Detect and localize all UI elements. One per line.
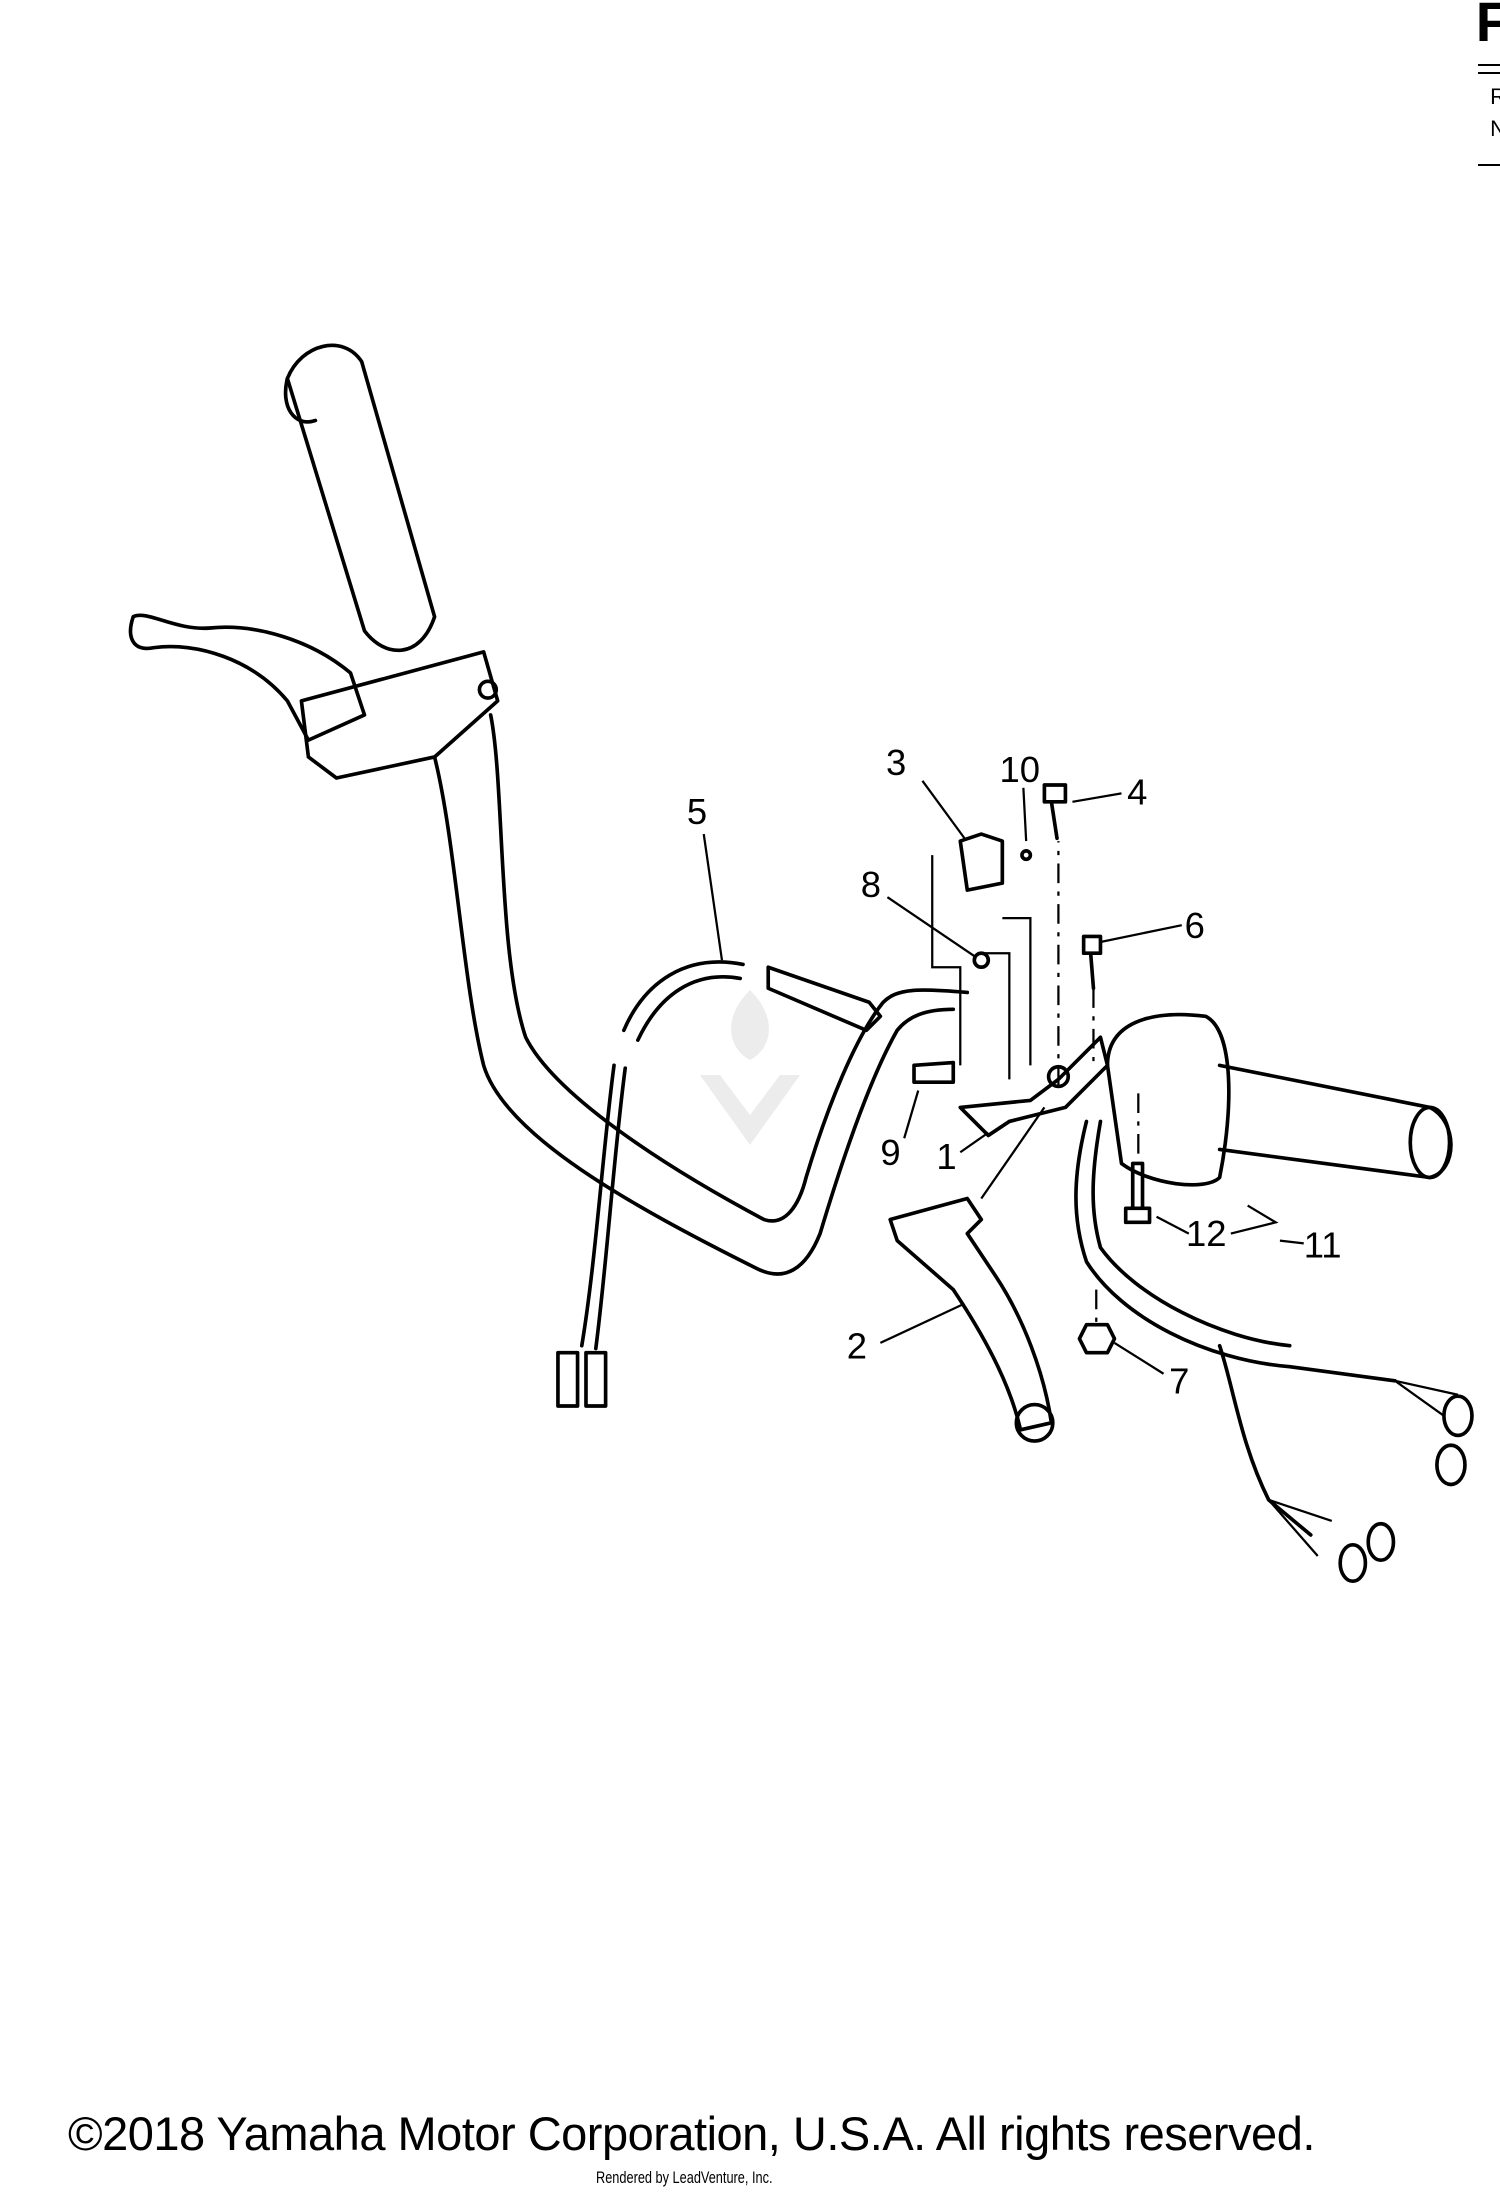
header-rule — [1478, 72, 1500, 74]
header-title-fragment: F — [1475, 0, 1500, 53]
clutch-switch-assembly — [912, 783, 1110, 1138]
header-rule — [1478, 164, 1500, 166]
right-grip-switch — [1105, 1012, 1453, 1187]
leadventure-watermark — [490, 980, 1010, 1161]
callout-11: 11 — [1304, 1224, 1342, 1265]
wire-harness — [1074, 1119, 1474, 1584]
handlebar — [432, 713, 970, 1276]
callout-7: 7 — [1169, 1360, 1189, 1401]
callout-8: 8 — [861, 864, 881, 905]
left-lever-holder — [128, 613, 500, 780]
callout-3: 3 — [886, 742, 906, 783]
header-rule — [1478, 64, 1500, 66]
callout-10: 10 — [1000, 749, 1041, 790]
callout-5: 5 — [687, 791, 707, 832]
clutch-cable — [556, 960, 883, 1408]
callout-9: 9 — [880, 1132, 900, 1173]
callout-12: 12 — [1186, 1213, 1227, 1254]
callout-4: 4 — [1127, 772, 1147, 813]
leader-lines — [702, 780, 1304, 1375]
nut-7 — [1077, 1322, 1117, 1355]
copyright-footer: ©2018 Yamaha Motor Corporation, U.S.A. A… — [68, 2107, 1315, 2160]
header-line-fragment: R — [1490, 84, 1500, 109]
rendered-by-note: Rendered by LeadVenture, Inc. — [596, 2168, 773, 2187]
left-grip — [283, 343, 437, 653]
callout-1: 1 — [936, 1136, 956, 1177]
leadventure-logo-icon — [700, 990, 800, 1145]
callout-2: 2 — [847, 1325, 867, 1366]
header-line-fragment: N — [1490, 116, 1500, 141]
callout-6: 6 — [1185, 905, 1205, 946]
clutch-lever — [888, 1196, 1055, 1443]
